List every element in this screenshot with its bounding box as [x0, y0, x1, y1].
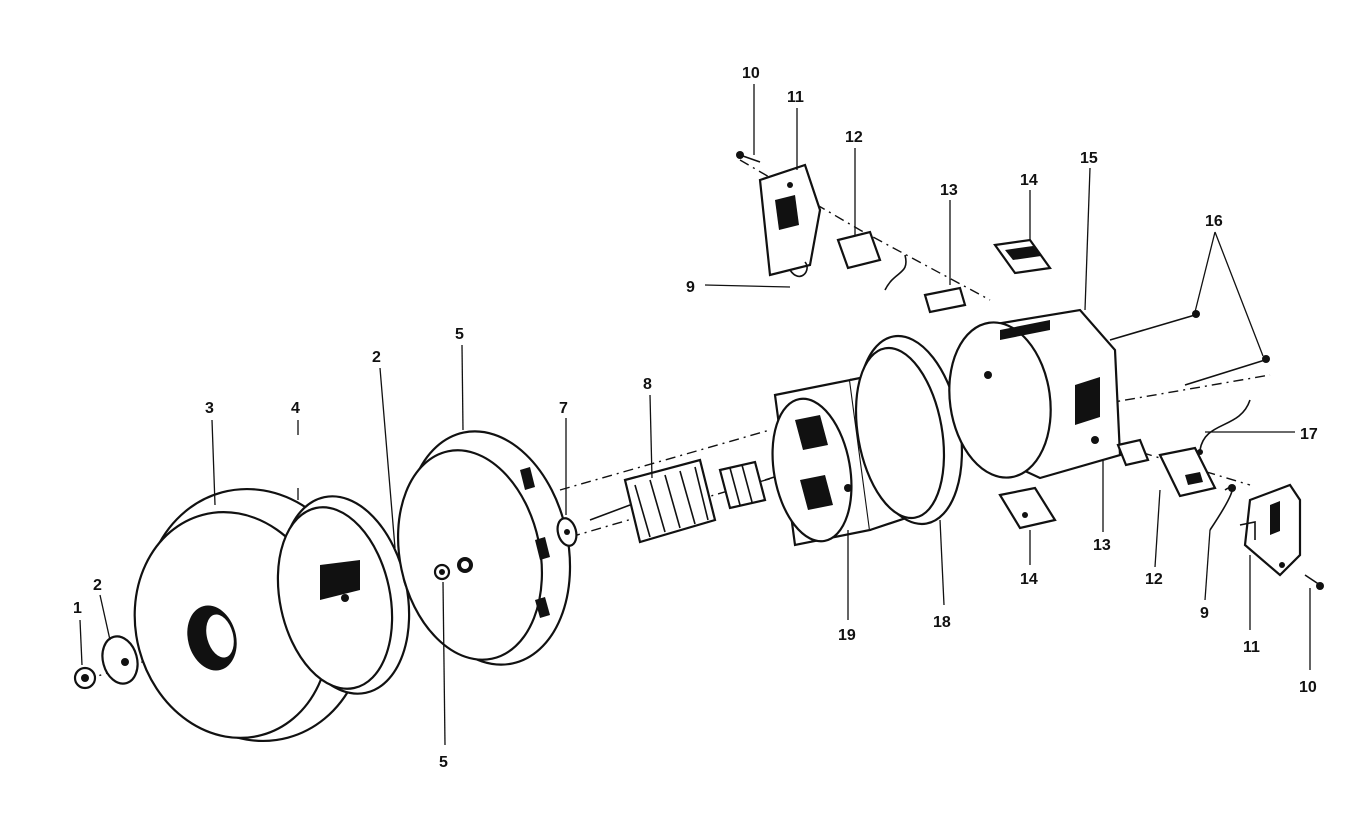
callout-2: 2: [372, 349, 381, 366]
part-14-bracket-bottom: [998, 486, 1057, 530]
part-5-washer: [433, 563, 451, 581]
callout-10: 10: [742, 65, 760, 82]
part-1-nut: [73, 666, 97, 690]
part-10-screw-top: [736, 151, 761, 163]
callout-2: 2: [93, 577, 102, 594]
part-13-clip-top: [884, 254, 967, 314]
part-14-bracket-top: [993, 238, 1052, 275]
part-4-fan: [276, 495, 411, 695]
callout-16: 16: [1205, 213, 1223, 230]
callout-18: 18: [933, 614, 951, 631]
callout-5: 5: [439, 754, 448, 771]
part-19-field-frame: [771, 368, 932, 547]
part-2-washer-front: [101, 635, 139, 685]
callout-14: 14: [1020, 571, 1038, 588]
part-11-brush-holder-bottom: [1239, 483, 1302, 577]
part-9-spring-bottom: [1209, 484, 1236, 531]
callout-12: 12: [845, 129, 863, 146]
part-8-armature: [589, 458, 791, 544]
part-12-brush-bottom: [1158, 446, 1217, 498]
callout-3: 3: [205, 400, 214, 417]
callout-13: 13: [1093, 537, 1111, 554]
callout-12: 12: [1145, 571, 1163, 588]
part-6-end-bell: [396, 430, 572, 666]
callout-11: 11: [787, 89, 804, 106]
part-16-through-bolts: [1109, 310, 1270, 386]
part-17-lead: [1197, 399, 1251, 455]
callout-7: 7: [559, 400, 568, 417]
callout-14: 14: [1020, 172, 1038, 189]
callout-8: 8: [643, 376, 652, 393]
leader-lines: [79, 84, 1311, 746]
callout-10: 10: [1299, 679, 1317, 696]
callout-13: 13: [940, 182, 958, 199]
callout-9: 9: [1200, 605, 1209, 622]
callout-17: 17: [1300, 426, 1318, 443]
part-12-brush-top: [836, 230, 882, 270]
callout-5: 5: [455, 326, 464, 343]
callout-15: 15: [1080, 150, 1098, 167]
part-9-spring-top: [789, 261, 808, 278]
part-10-screw-bottom: [1304, 574, 1324, 590]
part-13-clip-bottom: [1116, 438, 1150, 467]
callout-labels: 1 2 3 4 2 5 5 7 8 9 10 11 12 13 14 15 16…: [73, 65, 1318, 771]
part-15-motor-housing: [948, 308, 1122, 480]
callout-11: 11: [1243, 639, 1260, 656]
callout-4: 4: [291, 400, 300, 417]
part-11-brush-holder-top: [758, 163, 822, 277]
callout-19: 19: [838, 627, 856, 644]
part-18-stator: [854, 334, 964, 526]
callout-1: 1: [73, 600, 82, 617]
part-7-spacer: [556, 517, 578, 547]
callout-9: 9: [686, 279, 695, 296]
